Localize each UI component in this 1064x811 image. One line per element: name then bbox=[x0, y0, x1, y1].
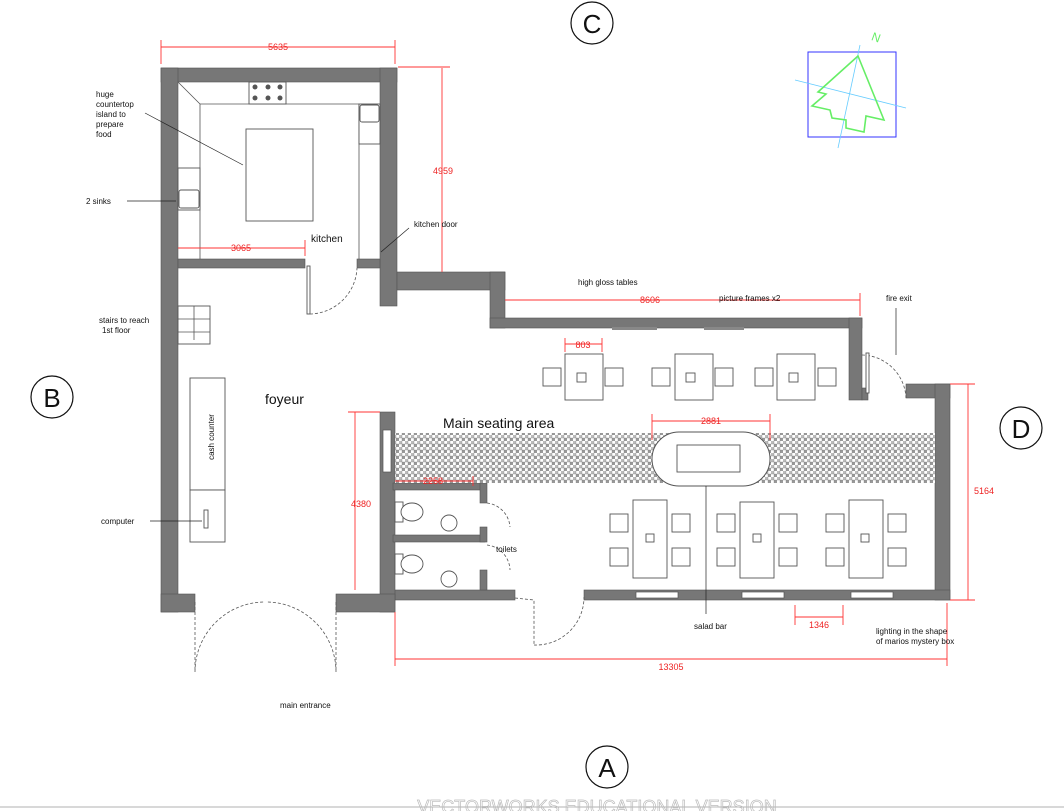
label-kitchen-door: kitchen door bbox=[414, 220, 458, 229]
label-island: huge bbox=[96, 90, 114, 99]
label-kitchen: kitchen bbox=[311, 234, 343, 245]
annotations: huge countertop island to prepare food 2… bbox=[86, 90, 954, 710]
label-sinks: 2 sinks bbox=[86, 197, 111, 206]
tables-top-row bbox=[542, 353, 837, 401]
label-main-seating: Main seating area bbox=[443, 415, 555, 431]
label-island: food bbox=[96, 130, 112, 139]
doors bbox=[194, 265, 907, 673]
dim-window-spacing: 1346 bbox=[809, 620, 829, 630]
label-foyer: foyeur bbox=[265, 391, 304, 407]
label-picture-frames: picture frames x2 bbox=[719, 294, 781, 303]
label-toilets: toilets bbox=[496, 545, 517, 554]
watermark: VECTORWORKS EDUCATIONAL VERSION bbox=[417, 797, 776, 811]
kitchen-island bbox=[245, 128, 314, 222]
windows bbox=[382, 327, 894, 599]
walls bbox=[160, 67, 951, 613]
label-stairs: 1st floor bbox=[102, 326, 131, 335]
label-main-entrance: main entrance bbox=[280, 701, 331, 710]
label-lighting: lighting in the shape bbox=[876, 627, 948, 636]
dim-table-width: 803 bbox=[575, 340, 590, 350]
label-salad-bar: salad bar bbox=[694, 622, 727, 631]
leader-lines bbox=[127, 112, 897, 614]
elevation-label: C bbox=[583, 9, 602, 39]
cash-counter: cash counter bbox=[189, 377, 226, 543]
dim-kitchen-counter: 3065 bbox=[231, 243, 251, 253]
label-lighting: of marios mystery box bbox=[876, 637, 954, 646]
elevation-marker-d: D bbox=[999, 406, 1043, 450]
elevation-label: B bbox=[43, 383, 60, 413]
elevation-label: A bbox=[598, 753, 616, 783]
toilet-fixtures bbox=[394, 501, 458, 588]
dim-foyer-side: 4380 bbox=[351, 499, 371, 509]
elevation-label: D bbox=[1012, 414, 1031, 444]
stairs bbox=[177, 305, 211, 345]
elevation-marker-c: C bbox=[570, 1, 614, 45]
label-stairs: stairs to reach bbox=[99, 316, 149, 325]
north-arrow: N bbox=[794, 29, 907, 149]
dim-salad-bar: 2881 bbox=[701, 416, 721, 426]
label-fire-exit: fire exit bbox=[886, 294, 913, 303]
salad-bar bbox=[651, 431, 771, 487]
dim-toilets: 2258 bbox=[423, 476, 443, 486]
dim-kitchen-depth: 4959 bbox=[433, 166, 453, 176]
kitchen-counters bbox=[177, 81, 381, 259]
dimension-lines bbox=[160, 40, 975, 666]
label-high-gloss-tables: high gloss tables bbox=[578, 278, 638, 287]
elevation-marker-a: A bbox=[585, 745, 629, 789]
label-island: island to bbox=[96, 110, 126, 119]
dim-seating-length: 8606 bbox=[640, 295, 660, 305]
tables-bottom-row bbox=[609, 499, 907, 579]
label-island: countertop bbox=[96, 100, 134, 109]
elevation-marker-b: B bbox=[30, 375, 74, 419]
dimension-labels: 5635 4959 3065 8606 803 2881 2258 4380 5… bbox=[231, 42, 994, 672]
dim-total-length: 13305 bbox=[658, 662, 683, 672]
dim-east-depth: 5164 bbox=[974, 486, 994, 496]
label-island: prepare bbox=[96, 120, 124, 129]
dim-kitchen-width: 5635 bbox=[268, 42, 288, 52]
cash-counter-label: cash counter bbox=[207, 414, 216, 460]
label-computer: computer bbox=[101, 517, 135, 526]
north-label: N bbox=[870, 29, 883, 45]
